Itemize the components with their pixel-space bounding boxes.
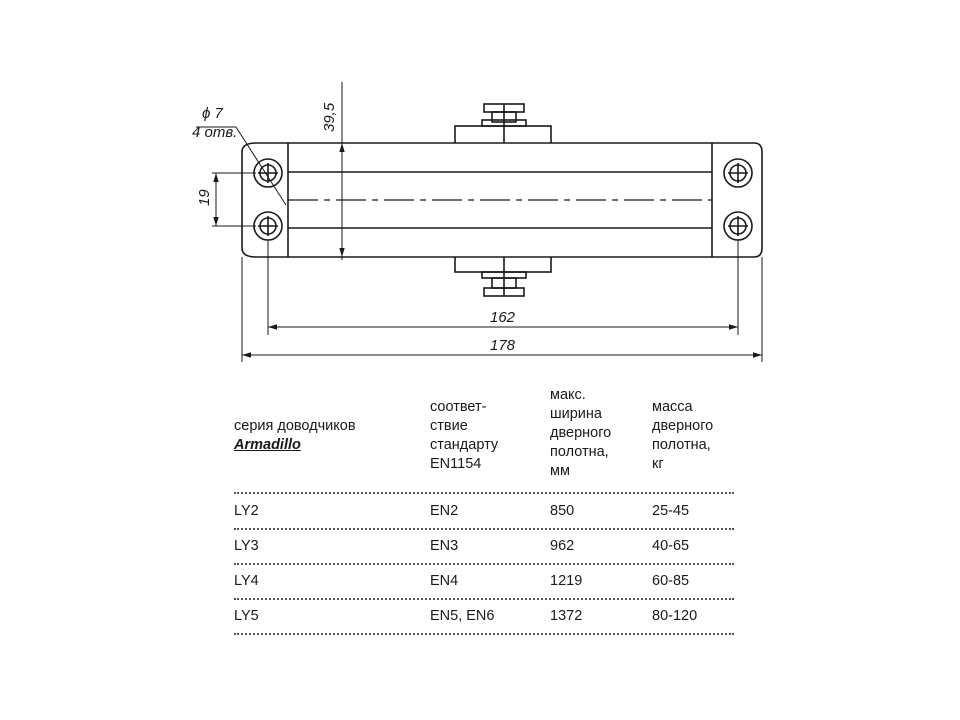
table-row: LY4 EN4 1219 60-85 xyxy=(234,564,734,600)
dim-height: 39,5 xyxy=(321,102,338,132)
header-series: серия доводчиков Armadillo xyxy=(234,417,356,455)
brand-name: Armadillo xyxy=(234,437,301,453)
cell-mass: 80-120 xyxy=(652,608,698,624)
cell-series: LY4 xyxy=(234,573,259,589)
header-max-width: макс. ширина дверного полотна, мм xyxy=(550,386,611,481)
dim-hole-vertical-spacing: 19 xyxy=(196,189,213,206)
header-series-line: серия доводчиков xyxy=(234,418,356,434)
cell-mass: 25-45 xyxy=(652,503,690,519)
header-standard-line: соответ- xyxy=(430,399,487,415)
dim-overall-length: 178 xyxy=(490,337,516,354)
header-mass-line: масса xyxy=(652,399,693,415)
header-width-line: макс. xyxy=(550,387,586,403)
cell-standard: EN4 xyxy=(430,573,459,589)
header-width-line: дверного xyxy=(550,425,612,441)
cell-mass: 60-85 xyxy=(652,573,690,589)
header-standard-line: EN1154 xyxy=(430,456,482,472)
header-width-line: ширина xyxy=(550,406,602,422)
cell-width: 850 xyxy=(550,503,575,519)
table-row: LY2 EN2 850 25-45 xyxy=(234,494,734,530)
header-standard-line: ствие xyxy=(430,418,468,434)
header-mass-line: полотна, xyxy=(652,437,711,453)
cell-standard: EN2 xyxy=(430,503,459,519)
cell-standard: EN3 xyxy=(430,538,459,554)
cell-standard: EN5, EN6 xyxy=(430,608,495,624)
table-row: LY5 EN5, EN6 1372 80-120 xyxy=(234,599,734,635)
mounting-holes xyxy=(253,158,753,241)
dim-hole-horizontal-spacing: 162 xyxy=(490,309,516,326)
dim-hole-diameter: ϕ 7 xyxy=(202,105,224,122)
header-width-line: полотна, xyxy=(550,444,609,460)
door-closer-drawing: ϕ 7 4 отв. 39,5 19 162 178 xyxy=(192,82,763,362)
header-standard-line: стандарту xyxy=(430,437,499,453)
table-row: LY3 EN3 962 40-65 xyxy=(234,529,734,565)
table-divider xyxy=(234,492,734,494)
cell-mass: 40-65 xyxy=(652,538,690,554)
cell-width: 962 xyxy=(550,538,575,554)
header-standard: соответ- ствие стандарту EN1154 xyxy=(430,398,498,474)
cell-width: 1219 xyxy=(550,573,583,589)
header-mass-line: кг xyxy=(652,456,664,472)
cell-series: LY2 xyxy=(234,503,259,519)
cell-series: LY3 xyxy=(234,538,259,554)
header-mass-line: дверного xyxy=(652,418,714,434)
cell-series: LY5 xyxy=(234,608,259,624)
top-shaft-nut xyxy=(454,103,552,145)
header-width-line: мм xyxy=(550,463,570,479)
dim-hole-count: 4 отв. xyxy=(192,124,237,141)
cell-width: 1372 xyxy=(550,608,583,624)
bottom-shaft-nut xyxy=(454,255,552,297)
header-mass: масса дверного полотна, кг xyxy=(652,398,713,474)
